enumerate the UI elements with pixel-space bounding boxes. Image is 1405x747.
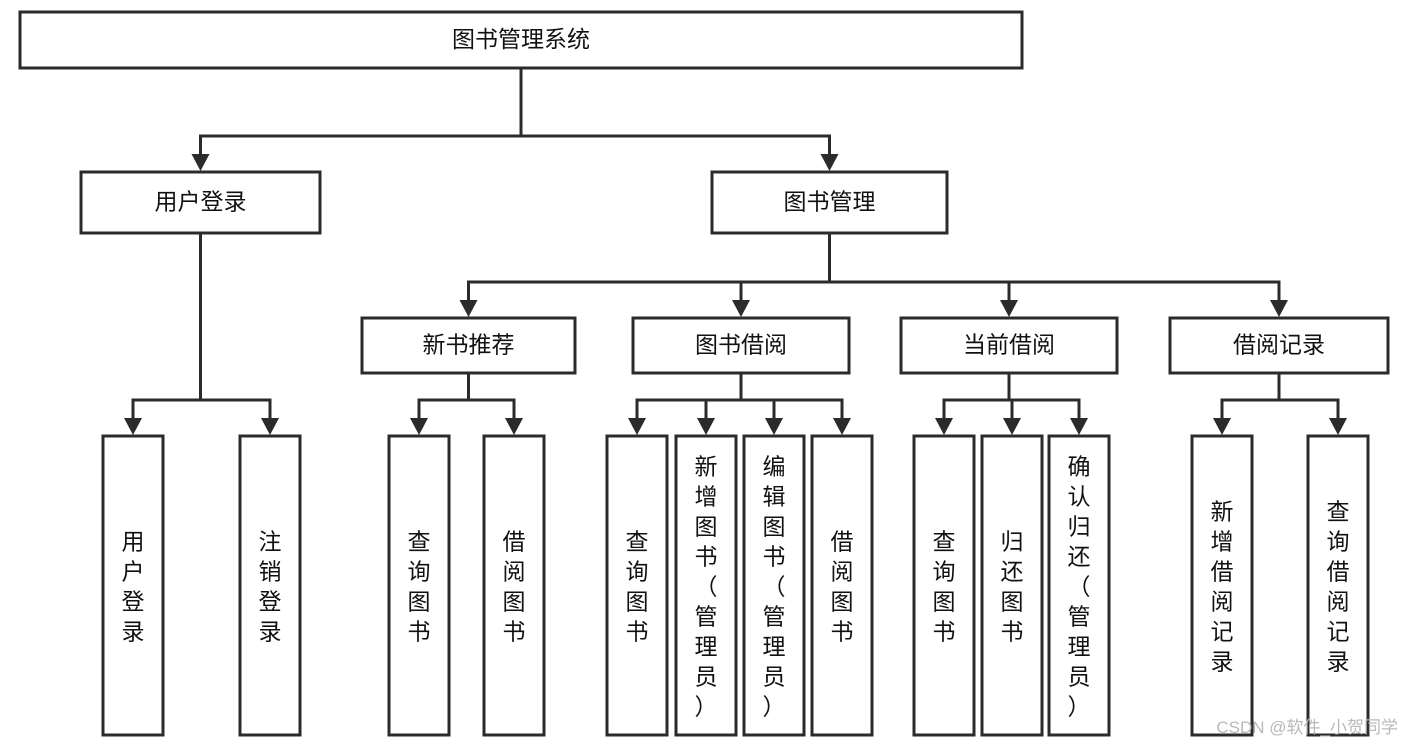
node-box[interactable] <box>631 316 851 375</box>
arrow-head-icon <box>833 418 851 435</box>
node-box[interactable] <box>1047 434 1111 737</box>
arrow-head-icon <box>459 300 478 317</box>
node-归还图书[interactable] <box>980 434 1044 737</box>
node-当前借阅[interactable] <box>899 316 1119 375</box>
node-box[interactable] <box>482 434 546 737</box>
node-图书借阅[interactable] <box>631 316 851 375</box>
arrow-head-icon <box>191 154 210 171</box>
node-注销登录[interactable] <box>238 434 302 737</box>
node-label: 编辑图书（管理员） <box>763 454 786 720</box>
node-借阅图书[interactable] <box>810 434 874 737</box>
node-box[interactable] <box>1168 316 1390 375</box>
node-用户登录[interactable] <box>79 170 322 235</box>
arrow-head-icon <box>410 418 428 435</box>
arrow-head-icon <box>628 418 646 435</box>
node-label: 新书推荐 <box>423 332 515 358</box>
node-label: 用户登录 <box>155 189 247 215</box>
node-label: 当前借阅 <box>963 332 1055 358</box>
arrow-head-icon <box>935 418 953 435</box>
arrow-head-icon <box>765 418 783 435</box>
node-box[interactable] <box>387 434 451 737</box>
node-box[interactable] <box>18 10 1024 70</box>
arrow-head-icon <box>124 418 142 435</box>
arrow-head-icon <box>1003 418 1021 435</box>
node-确认归还管理员[interactable] <box>1047 434 1111 737</box>
arrow-head-icon <box>1213 418 1231 435</box>
connector-layer <box>124 66 1347 435</box>
arrow-head-icon <box>505 418 523 435</box>
arrow-head-icon <box>1070 418 1088 435</box>
node-新书推荐[interactable] <box>360 316 577 375</box>
node-借阅记录[interactable] <box>1168 316 1390 375</box>
node-box[interactable] <box>1190 434 1254 737</box>
node-label: 图书借阅 <box>695 332 787 358</box>
arrow-head-icon <box>820 154 839 171</box>
node-查询借阅记录[interactable] <box>1306 434 1370 737</box>
node-layer: 图书管理系统用户登录用户登录注销登录图书管理新书推荐查询图书借阅图书图书借阅查询… <box>18 10 1390 737</box>
node-借阅图书[interactable] <box>482 434 546 737</box>
node-label: 用户登录 <box>122 529 145 645</box>
node-label: 注销登录 <box>259 529 282 645</box>
arrow-head-icon <box>1329 418 1347 435</box>
node-图书管理系统[interactable] <box>18 10 1024 70</box>
arrow-head-icon <box>261 418 279 435</box>
node-box[interactable] <box>980 434 1044 737</box>
arrow-head-icon <box>1000 300 1018 317</box>
node-label: 确认归还（管理员） <box>1068 454 1091 720</box>
node-label: 查询图书 <box>626 529 649 645</box>
node-label: 借阅图书 <box>831 529 854 645</box>
node-box[interactable] <box>710 170 949 235</box>
node-label: 图书管理系统 <box>452 26 590 52</box>
node-box[interactable] <box>101 434 165 737</box>
node-label: 新增图书（管理员） <box>695 454 718 720</box>
node-box[interactable] <box>810 434 874 737</box>
node-label: 查询图书 <box>933 529 956 645</box>
node-box[interactable] <box>1306 434 1370 737</box>
node-查询图书[interactable] <box>605 434 669 737</box>
node-label: 查询图书 <box>408 529 431 645</box>
node-label: 归还图书 <box>1001 529 1024 645</box>
node-图书管理[interactable] <box>710 170 949 235</box>
node-编辑图书管理员[interactable] <box>742 434 806 737</box>
node-label: 借阅记录 <box>1233 332 1325 358</box>
arrow-head-icon <box>732 300 750 317</box>
node-box[interactable] <box>79 170 322 235</box>
node-label: 借阅图书 <box>503 529 526 645</box>
node-label: 图书管理 <box>784 189 876 215</box>
node-新增图书管理员[interactable] <box>674 434 738 737</box>
node-查询图书[interactable] <box>387 434 451 737</box>
node-查询图书[interactable] <box>912 434 976 737</box>
arrow-head-icon <box>1270 300 1288 317</box>
node-label: 查询借阅记录 <box>1327 499 1350 675</box>
arrow-head-icon <box>697 418 715 435</box>
node-box[interactable] <box>912 434 976 737</box>
node-用户登录[interactable] <box>101 434 165 737</box>
node-box[interactable] <box>674 434 738 737</box>
node-box[interactable] <box>605 434 669 737</box>
node-box[interactable] <box>238 434 302 737</box>
node-box[interactable] <box>360 316 577 375</box>
node-label: 新增借阅记录 <box>1211 499 1234 675</box>
node-box[interactable] <box>899 316 1119 375</box>
node-新增借阅记录[interactable] <box>1190 434 1254 737</box>
node-box[interactable] <box>742 434 806 737</box>
